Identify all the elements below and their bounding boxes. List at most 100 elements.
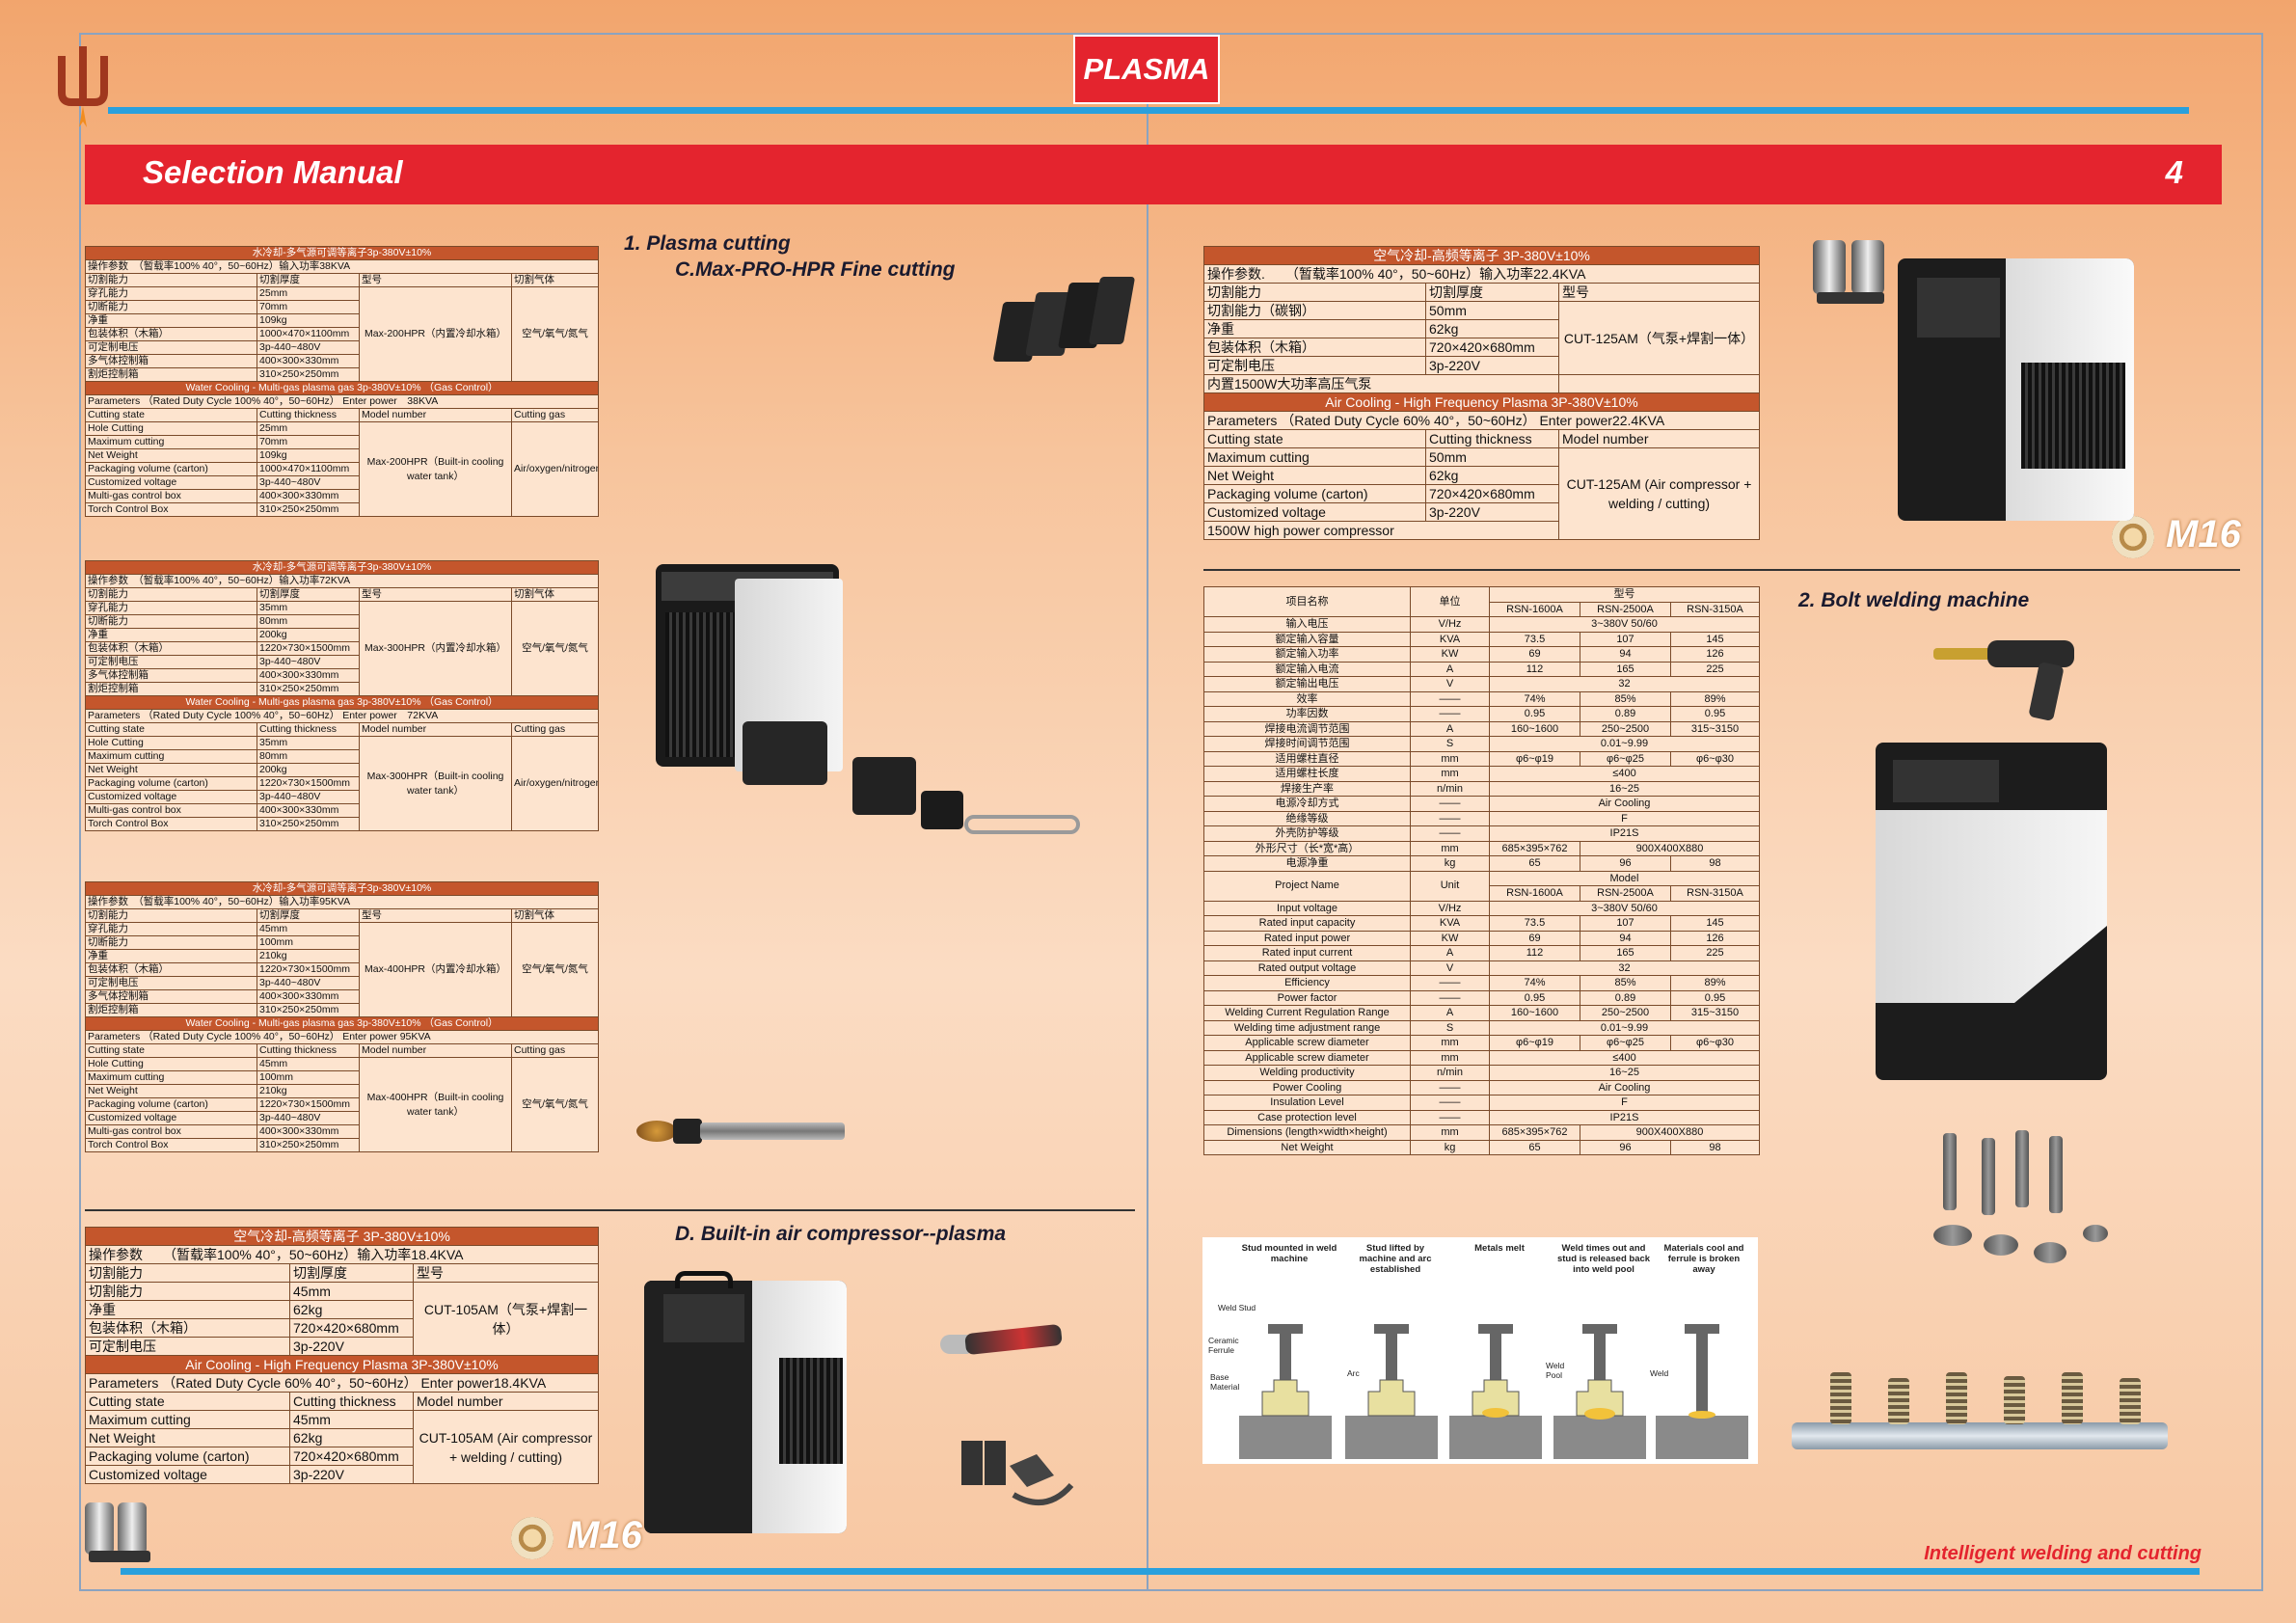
row-label: Packaging volume (carton) bbox=[85, 1447, 290, 1466]
table-cell: 16~25 bbox=[1489, 1065, 1760, 1081]
col-header: Cutting thickness bbox=[257, 722, 360, 737]
table-cell: 74% bbox=[1489, 975, 1580, 991]
row-value: 310×250×250mm bbox=[257, 1003, 360, 1017]
row-value: 1220×730×1500mm bbox=[257, 1097, 360, 1112]
col-header: 型号 bbox=[359, 273, 512, 287]
row-value: 100mm bbox=[257, 935, 360, 950]
table-cell: —— bbox=[1410, 810, 1490, 826]
table-cell: Applicable screw diameter bbox=[1203, 1049, 1411, 1066]
col-header: 型号 bbox=[359, 587, 512, 602]
row-value: 720×420×680mm bbox=[1425, 484, 1559, 503]
bolt-welding-machine-image bbox=[1876, 743, 2107, 1080]
row-label: Hole Cutting bbox=[85, 736, 257, 750]
row-value: 400×300×330mm bbox=[257, 489, 360, 503]
table-cell: 0.89 bbox=[1580, 706, 1671, 722]
section-divider-left bbox=[85, 1209, 1135, 1211]
col-header: 切割厚度 bbox=[257, 587, 360, 602]
spec-table-cut105am: 空气冷却-高频等离子 3P-380V±10% 操作参数 （暂载率100% 40°… bbox=[85, 1227, 599, 1484]
table-cell: 250~2500 bbox=[1580, 720, 1671, 737]
col-header: 切割能力 bbox=[85, 908, 257, 923]
row-value: 25mm bbox=[257, 286, 360, 301]
gas-cell: 空气/氧气/氮气 bbox=[510, 286, 600, 382]
col-header: 项目名称 bbox=[1203, 586, 1411, 617]
table-title: Water Cooling - Multi-gas plasma gas 3p-… bbox=[84, 381, 600, 395]
row-label: 净重 bbox=[85, 949, 257, 963]
table-cell: 315~3150 bbox=[1670, 1005, 1760, 1021]
row-label: 穿孔能力 bbox=[85, 601, 257, 615]
model-header: RSN-3150A bbox=[1670, 885, 1760, 902]
table-cell: φ6~φ30 bbox=[1670, 750, 1760, 767]
table-params: 操作参数 （暂载率100% 40°，50~60Hz）输入功率95KVA bbox=[84, 895, 600, 909]
row-value: 45mm bbox=[257, 1057, 360, 1071]
table-cell: —— bbox=[1410, 796, 1490, 812]
table-cell: 额定输入容量 bbox=[1203, 631, 1411, 647]
row-label: Customized voltage bbox=[85, 790, 257, 804]
col-header: Model bbox=[1489, 870, 1760, 886]
table-cell: Rated input current bbox=[1203, 945, 1411, 961]
table-cell: 685×395×762 bbox=[1489, 1124, 1580, 1141]
table-cell: —— bbox=[1410, 989, 1490, 1006]
model-header: RSN-1600A bbox=[1489, 601, 1580, 617]
col-header: Model number bbox=[1558, 429, 1760, 448]
table-cell: 73.5 bbox=[1489, 631, 1580, 647]
table-cell: φ6~φ30 bbox=[1670, 1035, 1760, 1051]
col-header: Cutting thickness bbox=[257, 408, 360, 422]
table-cell: 900X400X880 bbox=[1580, 1124, 1760, 1141]
row-label: 多气体控制箱 bbox=[85, 354, 257, 368]
row-value: 3p-220V bbox=[289, 1465, 414, 1484]
col-header: Cutting gas bbox=[510, 722, 600, 737]
row-value: 1220×730×1500mm bbox=[257, 962, 360, 977]
model-header: RSN-1600A bbox=[1489, 885, 1580, 902]
row-value: 70mm bbox=[257, 435, 360, 449]
table-title: Water Cooling - Multi-gas plasma gas 3p-… bbox=[84, 1016, 600, 1031]
row-label: 切断能力 bbox=[85, 300, 257, 314]
row-label: 可定制电压 bbox=[1203, 356, 1426, 375]
col-header: 切割气体 bbox=[510, 587, 600, 602]
plasma-torch-image bbox=[636, 1117, 853, 1146]
title-bar: Selection Manual 4 bbox=[85, 145, 2222, 204]
process-steps-svg bbox=[1239, 1324, 1748, 1459]
table-cell: 65 bbox=[1489, 1139, 1580, 1155]
table-cell: 98 bbox=[1670, 1139, 1760, 1155]
table-cell: 3~380V 50/60 bbox=[1489, 900, 1760, 916]
step-caption: Stud mounted in weld machine bbox=[1241, 1243, 1337, 1264]
col-header: Model number bbox=[359, 408, 512, 422]
footer-slogan: Intelligent welding and cutting bbox=[1924, 1543, 2201, 1564]
row-label: Customized voltage bbox=[1203, 502, 1426, 522]
control-box-image bbox=[921, 791, 963, 829]
table-cell: Rated output voltage bbox=[1203, 960, 1411, 976]
step-caption: Weld times out and stud is released back… bbox=[1556, 1243, 1651, 1275]
table-cell: Welding productivity bbox=[1203, 1065, 1411, 1081]
row-value: 35mm bbox=[257, 736, 360, 750]
table-cell: 126 bbox=[1670, 646, 1760, 663]
row-value: 45mm bbox=[257, 922, 360, 936]
row-value: 400×300×330mm bbox=[257, 803, 360, 818]
table-params: Parameters （Rated Duty Cycle 100% 40°，50… bbox=[84, 709, 600, 723]
row-label: Hole Cutting bbox=[85, 1057, 257, 1071]
cutting-pictogram-icon bbox=[961, 1441, 1074, 1505]
row-label: Net Weight bbox=[85, 763, 257, 777]
row-label: 穿孔能力 bbox=[85, 286, 257, 301]
row-value: 310×250×250mm bbox=[257, 682, 360, 696]
table-cell: 89% bbox=[1670, 690, 1760, 707]
row-value: 720×420×680mm bbox=[289, 1447, 414, 1466]
row-value: 45mm bbox=[289, 1410, 414, 1429]
col-header: Project Name bbox=[1203, 870, 1411, 902]
row-label: Hole Cutting bbox=[85, 421, 257, 436]
row-value: 45mm bbox=[289, 1282, 414, 1301]
table-cell: φ6~φ25 bbox=[1580, 750, 1671, 767]
heading-air-compressor: D. Built-in air compressor--plasma bbox=[675, 1223, 1007, 1245]
row-value: 310×250×250mm bbox=[257, 1138, 360, 1152]
row-value: 3p-440~480V bbox=[257, 475, 360, 490]
row-label: Net Weight bbox=[85, 448, 257, 463]
table-cell: 16~25 bbox=[1489, 780, 1760, 797]
table-cell: A bbox=[1410, 661, 1490, 677]
row-label: Net Weight bbox=[85, 1428, 290, 1447]
table-cell: 32 bbox=[1489, 960, 1760, 976]
table-params: 操作参数 （暂载率100% 40°，50~60Hz）输入功率38KVA bbox=[84, 259, 600, 274]
table-cell: Rated input capacity bbox=[1203, 915, 1411, 932]
table-cell: 0.01~9.99 bbox=[1489, 736, 1760, 752]
spec-table-cut125am: 空气冷却-高频等离子 3P-380V±10% 操作参数. （暂载率100% 40… bbox=[1203, 246, 1760, 540]
table-cell: 69 bbox=[1489, 646, 1580, 663]
